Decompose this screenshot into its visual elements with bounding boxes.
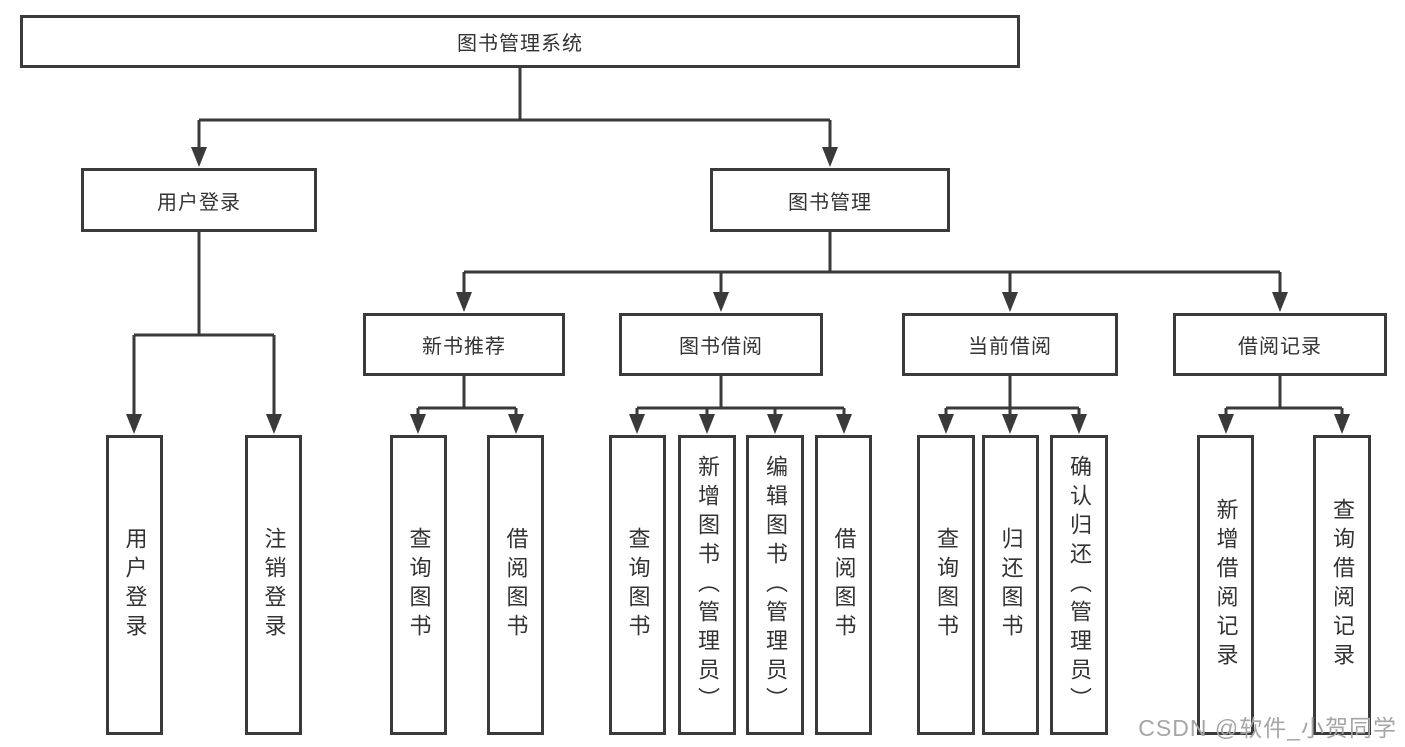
- leaf-add-book-admin-label: 新增图书（管理员）: [695, 454, 720, 716]
- node-borrow-records: 借阅记录: [1173, 313, 1387, 376]
- leaf-query-book-current: 查询图书: [917, 435, 975, 735]
- leaf-return-book: 归还图书: [982, 435, 1039, 735]
- node-book-borrow-label: 图书借阅: [679, 336, 763, 358]
- leaf-confirm-return-admin-label: 确认归还（管理员）: [1067, 454, 1092, 716]
- watermark: CSDN @软件_小贺同学: [1138, 715, 1397, 741]
- node-current-borrow-label: 当前借阅: [968, 336, 1052, 358]
- leaf-edit-book-admin-label: 编辑图书（管理员）: [763, 454, 788, 716]
- node-new-book-recommend-label: 新书推荐: [422, 336, 506, 358]
- leaf-borrow-book: 借阅图书: [815, 435, 872, 735]
- leaf-edit-book-admin: 编辑图书（管理员）: [746, 435, 804, 735]
- leaf-query-book-borrow-label: 查询图书: [625, 527, 651, 643]
- node-book-management: 图书管理: [710, 168, 950, 232]
- leaf-query-book-current-label: 查询图书: [934, 527, 959, 643]
- leaf-borrow-book-rec-label: 借阅图书: [503, 527, 529, 643]
- node-user-login-label: 用户登录: [157, 191, 241, 214]
- leaf-logout-label: 注销登录: [261, 527, 287, 643]
- leaf-user-login-label: 用户登录: [122, 527, 148, 643]
- leaf-return-book-label: 归还图书: [998, 527, 1024, 643]
- node-current-borrow: 当前借阅: [902, 313, 1118, 376]
- node-user-login: 用户登录: [81, 168, 317, 232]
- leaf-add-book-admin: 新增图书（管理员）: [678, 435, 736, 735]
- node-root-label: 图书管理系统: [457, 33, 583, 55]
- leaf-add-borrow-record: 新增借阅记录: [1197, 435, 1254, 735]
- leaf-query-book-rec-label: 查询图书: [406, 527, 432, 643]
- node-new-book-recommend: 新书推荐: [363, 313, 565, 376]
- leaf-user-login: 用户登录: [106, 435, 163, 735]
- leaf-add-borrow-record-label: 新增借阅记录: [1213, 498, 1239, 672]
- leaf-borrow-book-label: 借阅图书: [831, 527, 857, 643]
- leaf-query-borrow-record: 查询借阅记录: [1313, 435, 1371, 735]
- leaf-query-book-borrow: 查询图书: [609, 435, 666, 735]
- leaf-logout: 注销登录: [245, 435, 302, 735]
- leaf-borrow-book-rec: 借阅图书: [487, 435, 544, 735]
- node-borrow-records-label: 借阅记录: [1238, 336, 1322, 358]
- leaf-query-book-rec: 查询图书: [390, 435, 447, 735]
- node-book-borrow: 图书借阅: [619, 313, 823, 376]
- leaf-confirm-return-admin: 确认归还（管理员）: [1050, 435, 1108, 735]
- node-book-management-label: 图书管理: [788, 191, 872, 214]
- leaf-query-borrow-record-label: 查询借阅记录: [1330, 498, 1355, 672]
- node-root: 图书管理系统: [20, 15, 1020, 68]
